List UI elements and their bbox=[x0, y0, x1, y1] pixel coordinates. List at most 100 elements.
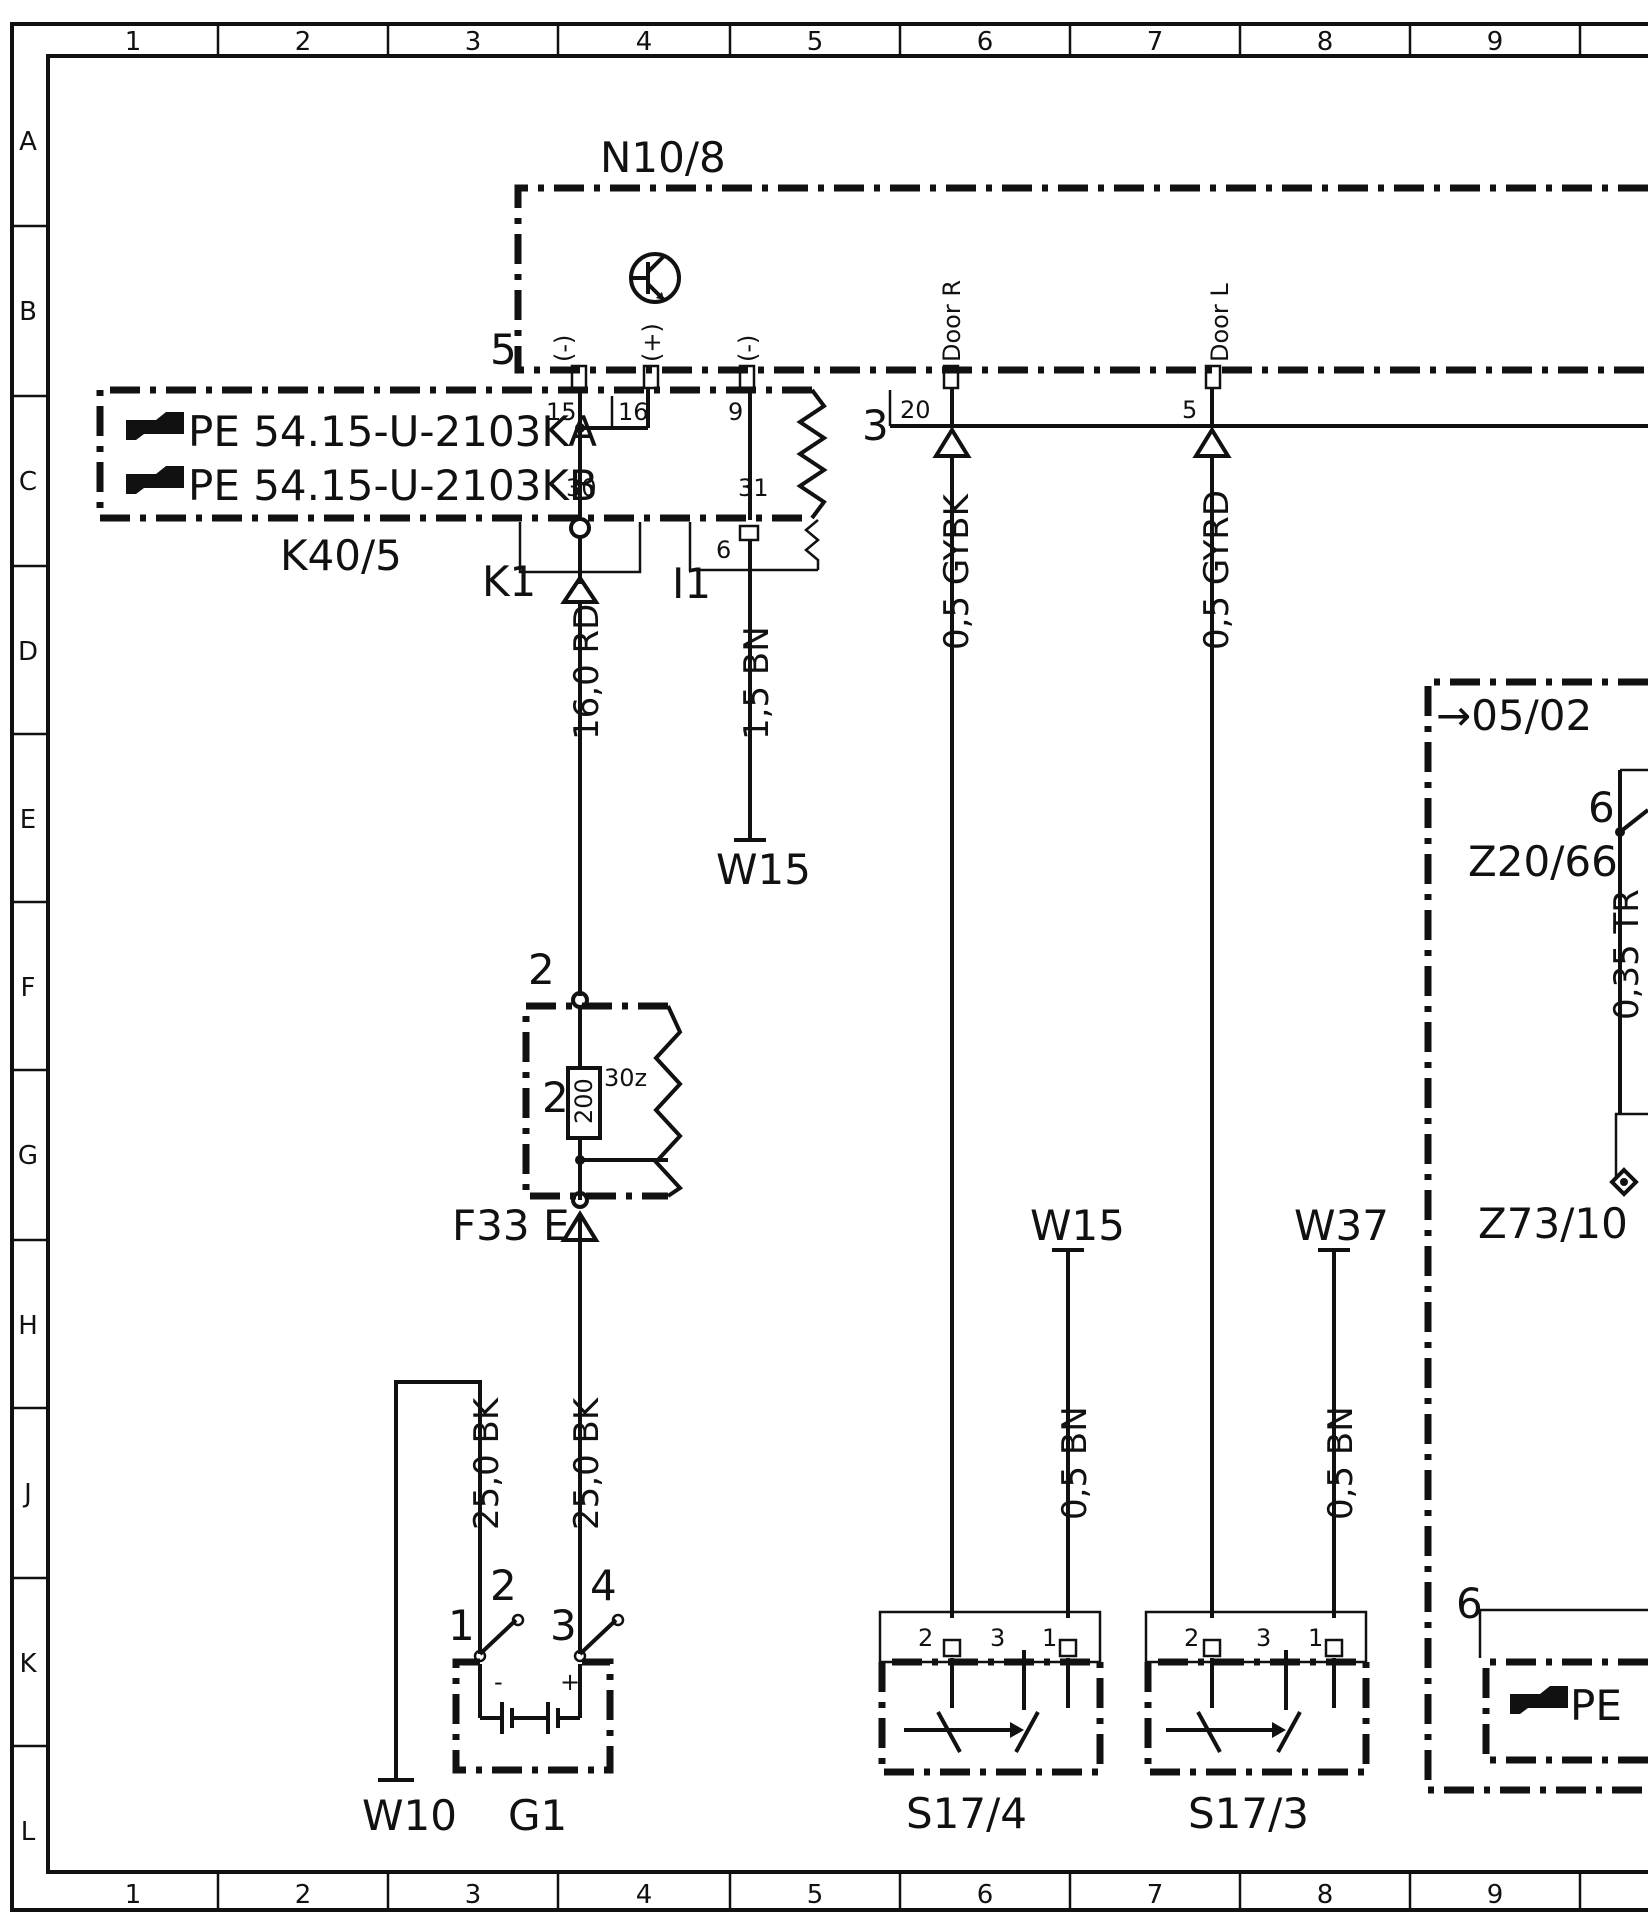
wire-label: 25,0 BK bbox=[467, 1396, 507, 1530]
wire-label: 0,5 GYRD bbox=[1197, 490, 1237, 650]
ground-label-w37: W37 bbox=[1294, 1201, 1389, 1250]
ground-label-w10: W10 bbox=[362, 1791, 457, 1840]
pin-label: 2 bbox=[918, 1624, 933, 1652]
relay-module-k40-5: K40/5 PE 54.15-U-2103KA PE 54.15-U-2103K… bbox=[96, 386, 828, 580]
pin-label: (-) bbox=[550, 335, 578, 362]
col-label: 3 bbox=[465, 27, 482, 57]
col-label: 9 bbox=[1487, 27, 1504, 57]
pin-label: - bbox=[494, 1668, 503, 1696]
fuse-f33: 2 200 30z 2 F33 E bbox=[452, 945, 684, 1580]
row-label: B bbox=[19, 297, 37, 327]
col-label: 5 bbox=[807, 27, 824, 57]
pin-label: 5 bbox=[1182, 396, 1197, 424]
door-switch-s17-4: 2 3 1 S17/4 bbox=[878, 1610, 1104, 1838]
wire-rd-16: 16,0 RD bbox=[567, 602, 607, 996]
pin-label: 9 bbox=[728, 398, 743, 426]
wire-label: 1,5 BN bbox=[737, 626, 777, 740]
row-label: E bbox=[20, 805, 36, 835]
pointing-hand-icon bbox=[126, 412, 184, 440]
ground-point-icon bbox=[1609, 1167, 1639, 1197]
pin-label: 6 bbox=[1456, 1579, 1483, 1628]
component-label-k40-5: K40/5 bbox=[280, 531, 402, 580]
wire-label: 0,35 TR bbox=[1607, 889, 1647, 1020]
col-label: 4 bbox=[636, 1880, 653, 1910]
pin-label: 2 bbox=[542, 1073, 569, 1122]
row-labels: A B C D E F G H J K L bbox=[18, 127, 38, 1847]
battery-g1: W10 25,0 BK 25,0 BK 2 1 4 3 - + G1 bbox=[362, 1380, 625, 1840]
frame bbox=[10, 22, 1648, 1912]
col-label: 6 bbox=[977, 27, 994, 57]
transistor-icon bbox=[629, 252, 681, 304]
cross-reference-label: →05/02 bbox=[1436, 691, 1592, 740]
column-labels-bottom: 1 2 3 4 5 6 7 8 9 bbox=[125, 1880, 1504, 1910]
column-labels-top: 1 2 3 4 5 6 7 8 9 bbox=[125, 27, 1504, 57]
pin-label: (+) bbox=[638, 323, 666, 362]
wire-bn-0-5-w15: W15 0,5 BN bbox=[1030, 1201, 1125, 1618]
k1-connector: K1 bbox=[482, 517, 642, 606]
col-label: 1 bbox=[125, 27, 142, 57]
pin-label: 15 bbox=[546, 398, 577, 426]
pin-label: 4 bbox=[590, 1561, 617, 1610]
wire-gyrd: 0,5 GYRD bbox=[1192, 426, 1237, 1618]
wire-label: 16,0 RD bbox=[567, 604, 607, 740]
i1-connector: 6 I1 bbox=[672, 519, 820, 608]
col-label: 9 bbox=[1487, 1880, 1504, 1910]
col-label: 5 bbox=[807, 1880, 824, 1910]
col-label: 8 bbox=[1317, 27, 1334, 57]
row-label: J bbox=[22, 1479, 32, 1509]
wire-gybk: 0,5 GYBK bbox=[932, 426, 977, 1618]
pin-label: 1 bbox=[1308, 1624, 1323, 1652]
connector-label-i1: I1 bbox=[672, 559, 711, 608]
col-label: 7 bbox=[1147, 27, 1164, 57]
pointing-hand-icon bbox=[126, 466, 184, 494]
row-label: G bbox=[18, 1141, 38, 1171]
pin-label: 3 bbox=[990, 1624, 1005, 1652]
component-label-s17-4: S17/4 bbox=[906, 1789, 1027, 1838]
pin-label: Door L bbox=[1206, 283, 1234, 362]
pin-label: 6 bbox=[716, 536, 731, 564]
pin-label: 2 bbox=[1184, 1624, 1199, 1652]
row-label: L bbox=[21, 1817, 36, 1847]
pin-label: 2 bbox=[490, 1561, 517, 1610]
subsystem-05-02: →05/02 6 Z20/66 0,35 TR Z73/10 6 PE bbox=[1424, 678, 1648, 1794]
reference-pe-b: PE 54.15-U-2103KB bbox=[188, 461, 598, 510]
ground-label-w15-top: W15 bbox=[716, 845, 811, 894]
col-label: 7 bbox=[1147, 1880, 1164, 1910]
row-label: F bbox=[21, 973, 36, 1003]
col-label: 4 bbox=[636, 27, 653, 57]
pin-label: 1 bbox=[1042, 1624, 1057, 1652]
row-label: H bbox=[18, 1311, 38, 1341]
door-bus: 3 20 5 bbox=[862, 388, 1648, 450]
wire-label: 0,5 BN bbox=[1321, 1406, 1361, 1520]
wire-label: 25,0 BK bbox=[567, 1396, 607, 1530]
pin-label: + bbox=[560, 1668, 580, 1696]
pin-label: 5 bbox=[490, 325, 517, 374]
pin-label: 20 bbox=[900, 396, 931, 424]
pin-label: 3 bbox=[862, 401, 889, 450]
connector-label-k1: K1 bbox=[482, 557, 536, 606]
row-label: A bbox=[19, 127, 37, 157]
col-label: 3 bbox=[465, 1880, 482, 1910]
pointing-hand-icon bbox=[1510, 1686, 1568, 1714]
col-label: 1 bbox=[125, 1880, 142, 1910]
component-label-z73-10: Z73/10 bbox=[1478, 1199, 1628, 1248]
pin-label: 30z bbox=[604, 1064, 647, 1092]
component-label-s17-3: S17/3 bbox=[1188, 1789, 1309, 1838]
wire-bn-1-5: 1,5 BN W15 bbox=[716, 540, 811, 894]
col-label: 6 bbox=[977, 1880, 994, 1910]
fuse-rating: 200 bbox=[570, 1078, 598, 1124]
row-label: C bbox=[19, 467, 37, 497]
pin-label: 3 bbox=[1256, 1624, 1271, 1652]
col-label: 2 bbox=[295, 1880, 312, 1910]
reference-pe-a: PE 54.15-U-2103KA bbox=[188, 407, 597, 456]
pin-label: 1 bbox=[448, 1601, 475, 1650]
pin-label: 6 bbox=[1588, 783, 1615, 832]
col-label: 8 bbox=[1317, 1880, 1334, 1910]
pin-label: Door R bbox=[938, 280, 966, 362]
col-label: 2 bbox=[295, 27, 312, 57]
row-label: D bbox=[18, 637, 38, 667]
door-switch-s17-3: 2 3 1 S17/3 bbox=[1144, 1610, 1370, 1838]
pin-label: (-) bbox=[734, 335, 762, 362]
pin-label: 2 bbox=[528, 945, 555, 994]
pin-label: 3 bbox=[550, 1601, 577, 1650]
